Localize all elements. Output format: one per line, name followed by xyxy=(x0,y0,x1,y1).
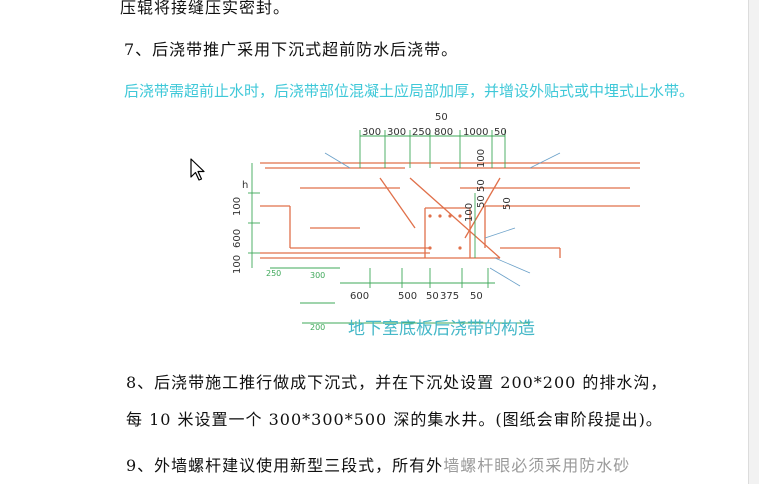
text-item-9-faded: 墙螺杆眼必须采用防水砂 xyxy=(443,456,631,475)
label-small-3: 200 xyxy=(310,323,325,332)
text-line-sealing: 压辊将接缝压实密封。 xyxy=(120,0,291,17)
dimension-lines xyxy=(248,130,530,324)
dim-mid-2: 50 xyxy=(476,179,487,192)
dim-bottom-2: 500 xyxy=(398,291,417,302)
dim-top-3: 250 xyxy=(412,127,431,138)
dim-bottom-1: 600 xyxy=(350,291,369,302)
slab-outline xyxy=(260,162,640,259)
dim-top-extra: 50 xyxy=(435,112,448,123)
dim-mid-5: 100 xyxy=(464,203,475,222)
dim-top-1: 300 xyxy=(362,127,381,138)
label-small-1: 250 xyxy=(266,269,281,278)
dim-bottom-4: 375 xyxy=(440,291,459,302)
dim-top-5: 1000 xyxy=(463,127,488,138)
drawing-caption: 地下室底板后浇带的构造 xyxy=(348,319,535,339)
post-pour-strip-drawing: 300 300 250 800 1000 50 50 600 500 50 37… xyxy=(232,112,640,339)
dim-bottom-3: 50 xyxy=(426,291,439,302)
scrollbar-track[interactable] xyxy=(748,0,759,484)
text-item-9-main: 9、外墙螺杆建议使用新型三段式，所有外 xyxy=(126,456,444,475)
text-item-8-cont: 每 10 米设置一个 300*300*500 深的集水井。(图纸会审阶段提出)。 xyxy=(126,410,663,429)
label-small-2: 300 xyxy=(310,271,325,280)
dim-left-4: 100 xyxy=(232,255,243,274)
dim-left-3: 600 xyxy=(232,229,243,248)
note-waterstop: 后浇带需超前止水时，后浇带部位混凝土应局部加厚，并增设外贴式或中埋式止水带。 xyxy=(124,82,695,100)
text-item-8: 8、后浇带施工推行做成下沉式，并在下沉处设置 200*200 的排水沟， xyxy=(126,373,668,392)
dim-top-6: 50 xyxy=(494,127,507,138)
dim-left-2: 100 xyxy=(232,197,243,216)
dim-bottom-5: 50 xyxy=(470,291,483,302)
text-item-9: 9、外墙螺杆建议使用新型三段式，所有外墙螺杆眼必须采用防水砂 xyxy=(126,452,630,476)
leader-lines xyxy=(324,152,561,287)
dim-mid-1: 100 xyxy=(476,149,487,168)
dim-top-2: 300 xyxy=(387,127,406,138)
dim-top-4: 800 xyxy=(434,127,453,138)
dim-left-h: h xyxy=(242,180,248,191)
dim-mid-4: 50 xyxy=(502,197,513,210)
dim-mid-3: 50 xyxy=(476,195,487,208)
rebar-dots xyxy=(428,214,462,250)
mouse-cursor-icon xyxy=(190,158,205,181)
text-item-7: 7、后浇带推广采用下沉式超前防水后浇带。 xyxy=(124,40,459,59)
